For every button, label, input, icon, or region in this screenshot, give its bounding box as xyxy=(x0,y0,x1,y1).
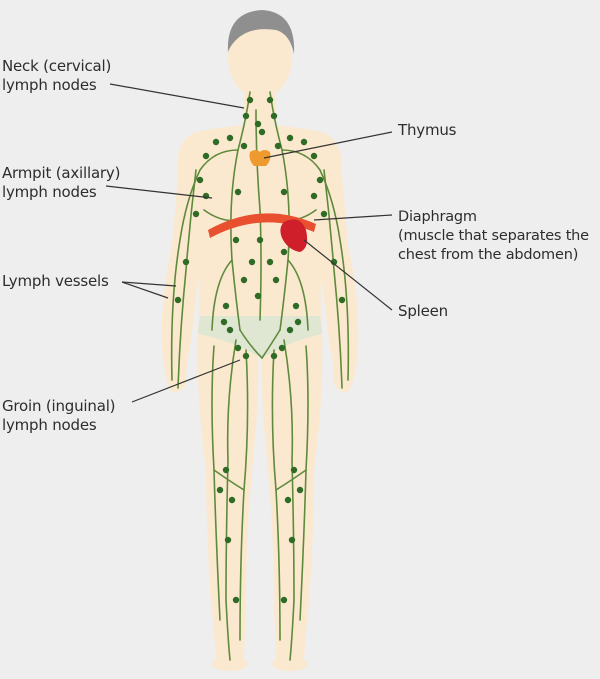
lymph-node xyxy=(266,96,274,104)
leader-vessels-upper xyxy=(121,281,177,287)
lymph-node xyxy=(290,466,298,474)
lymph-node xyxy=(248,258,256,266)
lymph-node xyxy=(280,188,288,196)
diaphragm xyxy=(208,213,316,238)
label-line: Armpit (axillary) xyxy=(2,164,121,182)
label-line: (muscle that separates the xyxy=(398,228,589,244)
lymph-node xyxy=(226,326,234,334)
lymph-node xyxy=(284,496,292,504)
label-line: Diaphragm xyxy=(398,209,477,225)
leader-diaphragm xyxy=(313,214,393,221)
lymph-node xyxy=(280,596,288,604)
label-line: lymph nodes xyxy=(2,416,97,434)
label-diaphragm: Diaphragm (muscle that separates the che… xyxy=(398,208,589,265)
lymph-node xyxy=(338,296,346,304)
lymph-node xyxy=(266,258,274,266)
head xyxy=(228,18,292,98)
lymph-node xyxy=(272,276,280,284)
label-line: Thymus xyxy=(398,121,457,139)
label-line: Lymph vessels xyxy=(2,272,109,290)
label-line: lymph nodes xyxy=(2,183,97,201)
leader-vessels-lower xyxy=(121,281,169,299)
lymph-node xyxy=(222,302,230,310)
lymph-node xyxy=(232,596,240,604)
leg-right xyxy=(261,328,323,660)
label-lymph-vessels: Lymph vessels xyxy=(2,272,109,291)
foot-right xyxy=(272,657,308,671)
lymph-node xyxy=(226,134,234,142)
lymph-node xyxy=(296,486,304,494)
lymph-node xyxy=(316,176,324,184)
lymph-node xyxy=(294,318,302,326)
label-groin-lymph-nodes: Groin (inguinal) lymph nodes xyxy=(2,397,116,435)
lymph-node xyxy=(174,296,182,304)
lymph-node xyxy=(258,128,266,136)
lymph-nodes xyxy=(174,96,346,604)
lymph-node xyxy=(270,352,278,360)
lymph-node xyxy=(196,176,204,184)
label-thymus: Thymus xyxy=(398,121,456,140)
lymph-node xyxy=(300,138,308,146)
lymph-node xyxy=(202,192,210,200)
lymph-node xyxy=(330,258,338,266)
lymph-node xyxy=(242,352,250,360)
lymph-node xyxy=(242,112,250,120)
lymph-node xyxy=(286,326,294,334)
lymph-node xyxy=(212,138,220,146)
lymph-node xyxy=(310,192,318,200)
label-neck-lymph-nodes: Neck (cervical) lymph nodes xyxy=(2,57,111,95)
lymph-node xyxy=(234,344,242,352)
lymph-node xyxy=(292,302,300,310)
leader-spleen xyxy=(303,239,393,311)
lymph-node xyxy=(246,96,254,104)
label-line: Spleen xyxy=(398,302,448,320)
lymph-node xyxy=(254,120,262,128)
hair xyxy=(227,10,295,54)
leader-thymus xyxy=(263,131,393,159)
lymph-node xyxy=(192,210,200,218)
thymus xyxy=(249,150,271,166)
label-spleen: Spleen xyxy=(398,302,448,321)
lymph-node xyxy=(280,248,288,256)
label-armpit-lymph-nodes: Armpit (axillary) lymph nodes xyxy=(2,164,120,202)
lymph-node xyxy=(220,318,228,326)
lymph-node xyxy=(202,152,210,160)
leader-armpit xyxy=(105,185,213,199)
lymph-node xyxy=(274,142,282,150)
lymph-node xyxy=(240,276,248,284)
underwear xyxy=(198,316,322,358)
label-line: Groin (inguinal) xyxy=(2,397,116,415)
leg-left xyxy=(197,328,259,660)
lymph-node xyxy=(270,112,278,120)
leader-lines xyxy=(105,83,393,403)
lymph-node xyxy=(234,188,242,196)
label-line: chest from the abdomen) xyxy=(398,247,579,263)
lymph-node xyxy=(310,152,318,160)
lymph-node xyxy=(320,210,328,218)
lymph-node xyxy=(286,134,294,142)
lymph-node xyxy=(232,236,240,244)
foot-left xyxy=(212,657,248,671)
spleen xyxy=(280,219,308,252)
lymph-node xyxy=(224,536,232,544)
leader-neck xyxy=(109,83,245,109)
lymph-vessels xyxy=(170,91,350,661)
lymph-node xyxy=(240,142,248,150)
lymph-node xyxy=(278,344,286,352)
lymph-node xyxy=(216,486,224,494)
label-line: Neck (cervical) xyxy=(2,57,112,75)
lymph-node xyxy=(254,292,262,300)
leader-groin xyxy=(131,359,241,403)
lymph-node xyxy=(228,496,236,504)
lymph-node xyxy=(288,536,296,544)
lymph-node xyxy=(222,466,230,474)
label-line: lymph nodes xyxy=(2,76,97,94)
lymph-node xyxy=(256,236,264,244)
lymph-node xyxy=(182,258,190,266)
